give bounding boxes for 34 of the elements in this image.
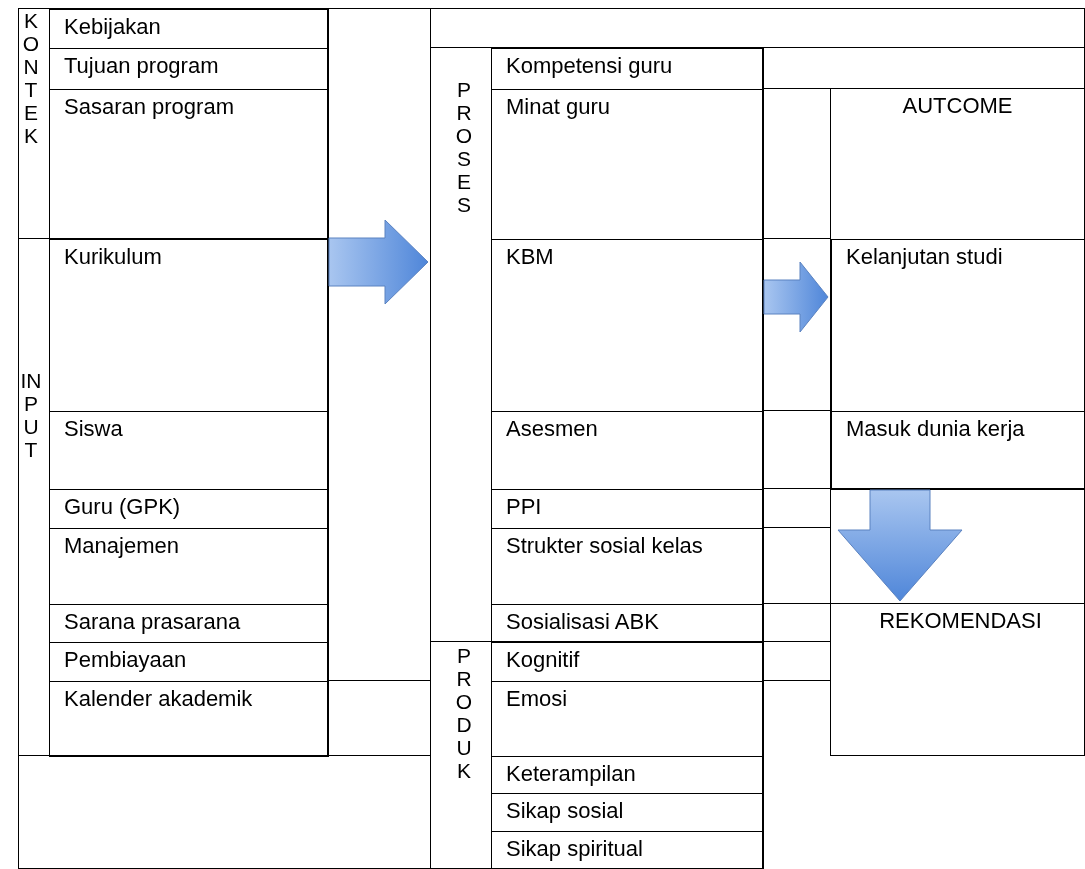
section-heading: AUTCOME bbox=[901, 93, 1014, 119]
table-cell: Kompetensi guru bbox=[491, 48, 764, 90]
table-cell: Sosialisasi ABK bbox=[491, 604, 764, 643]
table-cell: Kalender akademik bbox=[49, 681, 329, 757]
section-label: PRODUK bbox=[454, 644, 474, 782]
table-cell: Minat guru bbox=[491, 89, 764, 240]
section-panel bbox=[18, 238, 328, 756]
table-cell: Emosi bbox=[491, 681, 764, 757]
arrow bbox=[837, 489, 963, 602]
table-cell: Asesmen bbox=[491, 411, 764, 490]
table-cell: Kelanjutan studi bbox=[831, 239, 1085, 412]
table-cell: PPI bbox=[491, 489, 764, 529]
table-cell: Sarana prasarana bbox=[49, 604, 329, 643]
table-cell: Sikap sosial bbox=[491, 793, 764, 832]
table-cell: Siswa bbox=[49, 411, 329, 490]
table-cell: Tujuan program bbox=[49, 48, 329, 90]
section-panel bbox=[430, 641, 763, 869]
section-panel bbox=[18, 8, 328, 239]
section-label: INPUT bbox=[20, 369, 42, 461]
arrow bbox=[328, 219, 429, 305]
table-cell: Strukter sosial kelas bbox=[491, 528, 764, 605]
section-label: PROSES bbox=[454, 78, 474, 216]
table-cell: Manajemen bbox=[49, 528, 329, 605]
arrow bbox=[763, 261, 829, 333]
table-cell: Kebijakan bbox=[49, 9, 329, 49]
section-panel bbox=[830, 88, 1085, 489]
table-cell: Keterampilan bbox=[491, 756, 764, 794]
table-cell: Sasaran program bbox=[49, 89, 329, 240]
table-cell: Guru (GPK) bbox=[49, 489, 329, 529]
table-cell: Pembiayaan bbox=[49, 642, 329, 682]
section-label: KONTEK bbox=[21, 9, 41, 147]
table-cell: Sikap spiritual bbox=[491, 831, 764, 869]
table-cell: Kognitif bbox=[491, 642, 764, 682]
section-heading-cell: REKOMENDASI bbox=[830, 603, 1085, 756]
